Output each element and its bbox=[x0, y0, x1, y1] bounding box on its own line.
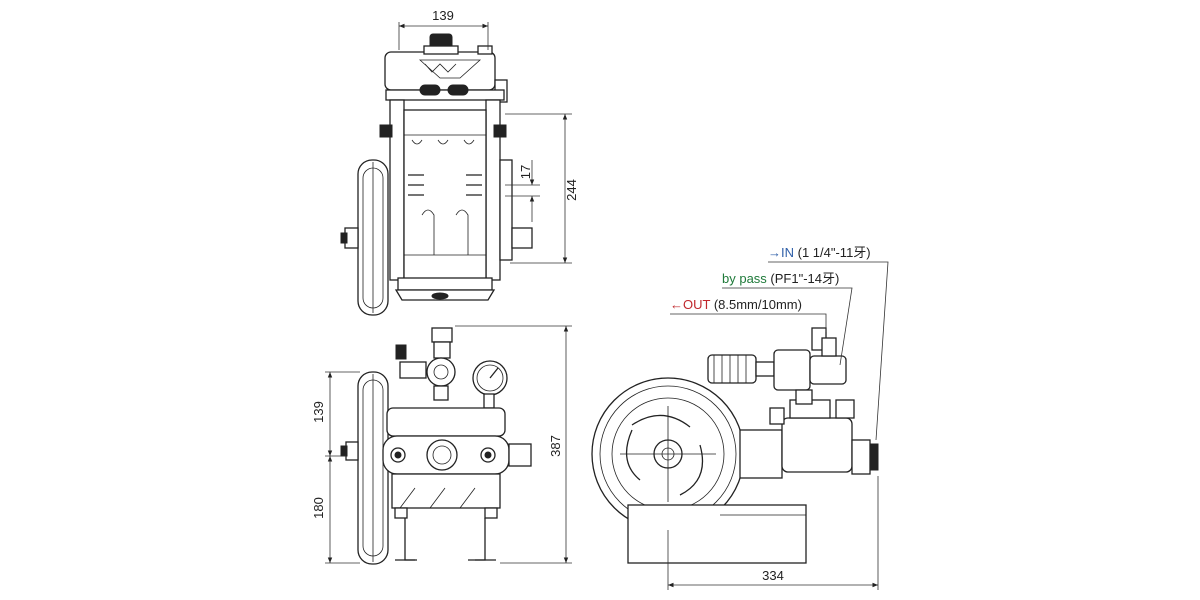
side-view-dimensions: 334 bbox=[667, 476, 879, 590]
top-view-body bbox=[379, 33, 533, 301]
callout-out: ←OUT (8.5mm/10mm) bbox=[670, 297, 802, 312]
front-view: 139 180 387 bbox=[311, 325, 572, 565]
dim-top-small: 17 bbox=[518, 165, 533, 179]
callout-in-arrow: →IN bbox=[768, 245, 794, 260]
front-view-dimensions: 139 180 387 bbox=[311, 325, 572, 564]
callouts: →IN (1 1/4"-11牙) by pass (PF1"-14牙) ←OUT… bbox=[670, 245, 871, 312]
top-view-dimensions: 139 244 17 bbox=[398, 8, 579, 264]
front-view-body bbox=[382, 327, 532, 561]
top-view-pulley bbox=[340, 159, 389, 316]
callout-out-spec: (8.5mm/10mm) bbox=[710, 297, 802, 312]
front-view-pulley bbox=[340, 371, 389, 565]
side-view-pump bbox=[627, 327, 879, 564]
dim-front-lower: 180 bbox=[311, 497, 326, 519]
callout-bypass: by pass (PF1"-14牙) bbox=[722, 271, 839, 286]
dim-side-width: 334 bbox=[762, 568, 784, 583]
dim-top-width: 139 bbox=[432, 8, 454, 23]
callout-out-arrow: ←OUT bbox=[670, 297, 711, 312]
side-view: 334 bbox=[591, 261, 889, 590]
dim-front-upper: 139 bbox=[311, 401, 326, 423]
side-view-leaders bbox=[670, 261, 889, 441]
callout-bypass-spec: (PF1"-14牙) bbox=[767, 271, 840, 286]
top-view: 139 244 17 bbox=[340, 8, 579, 316]
callout-in-spec: (1 1/4"-11牙) bbox=[794, 245, 871, 260]
callout-bypass-label: by pass bbox=[722, 271, 767, 286]
dim-top-height: 244 bbox=[564, 179, 579, 201]
callout-in: →IN (1 1/4"-11牙) bbox=[768, 245, 871, 260]
dim-front-total: 387 bbox=[548, 435, 563, 457]
